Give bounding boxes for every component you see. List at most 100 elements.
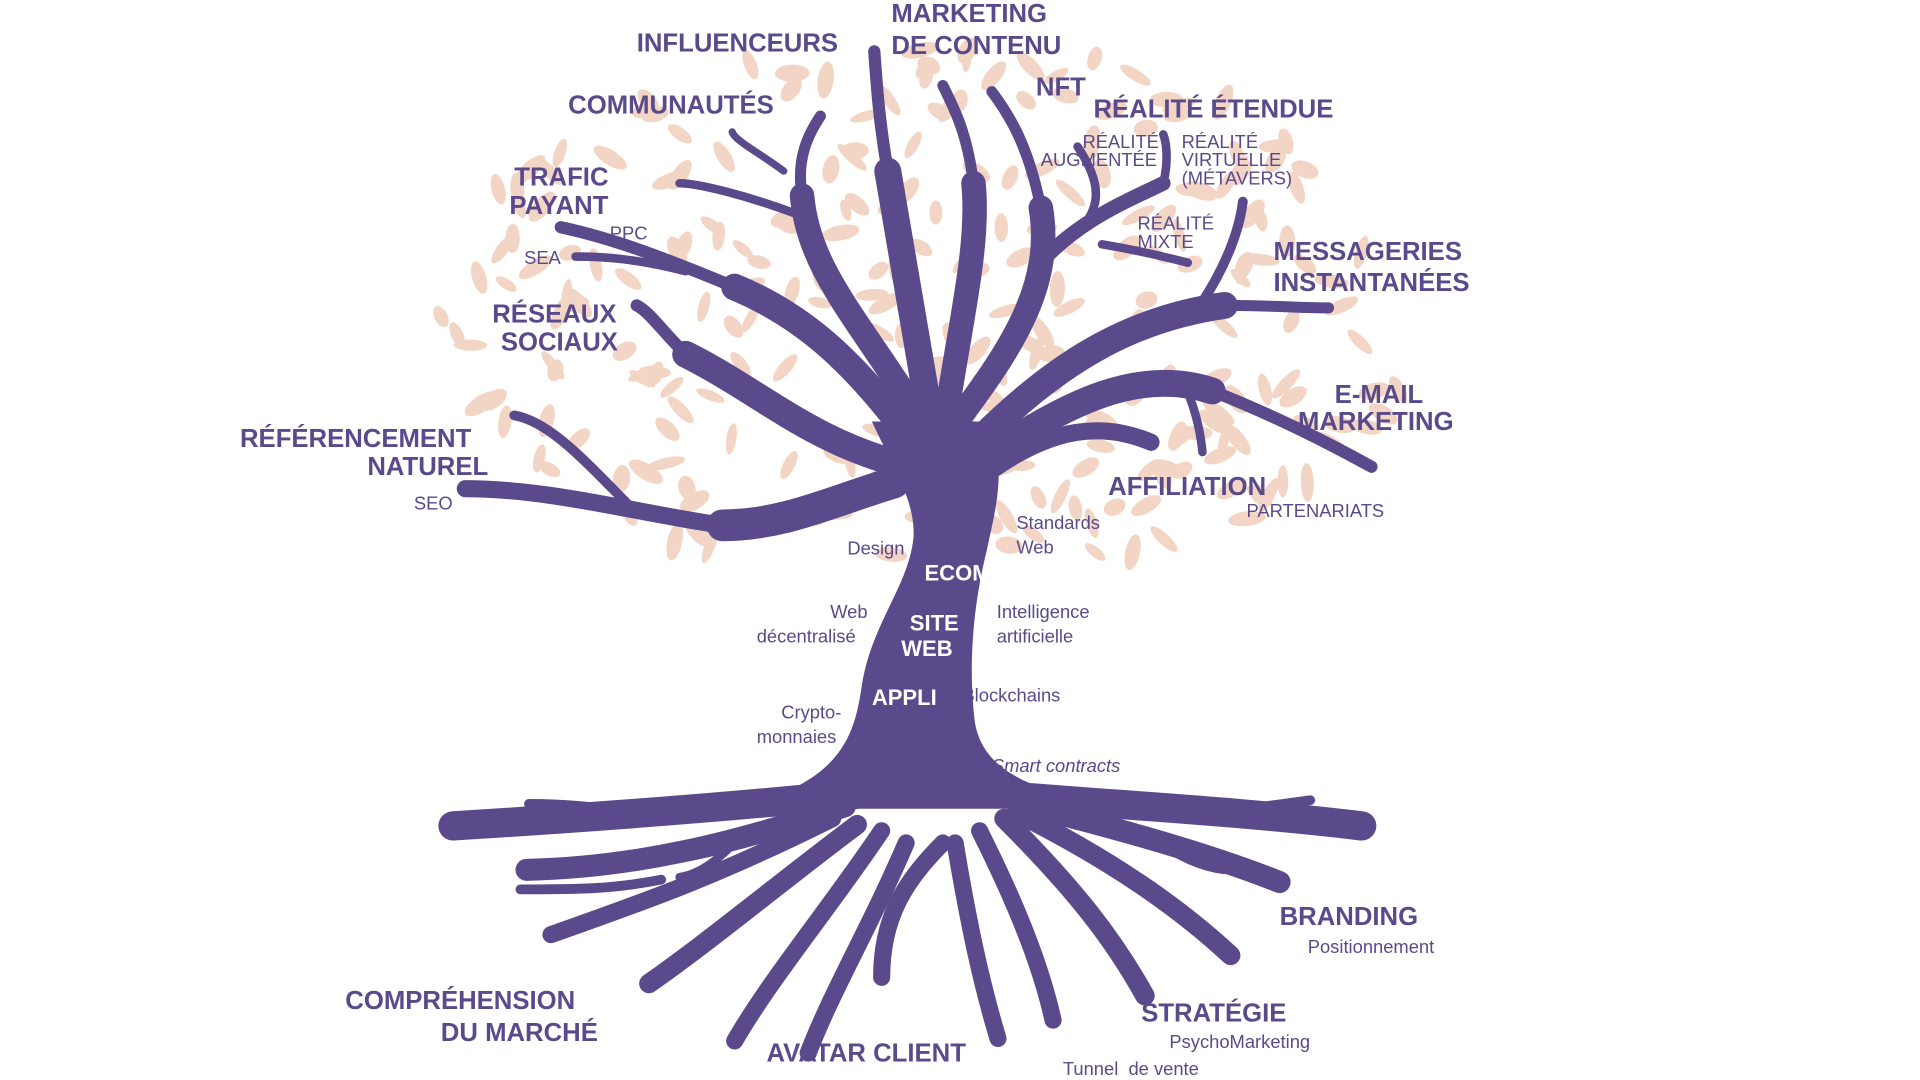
leaf — [1053, 298, 1085, 317]
label-comprehension-2: DU MARCHÉ — [441, 1018, 598, 1047]
leaf — [741, 305, 759, 333]
leaf — [901, 41, 939, 59]
label-crypto-1: Crypto- — [781, 701, 841, 722]
leaf — [565, 287, 593, 318]
leaf — [667, 396, 694, 424]
leaf — [780, 451, 798, 479]
label-site: SITE — [910, 610, 959, 635]
leaf — [1228, 510, 1266, 527]
leaf — [875, 547, 908, 562]
leaf — [822, 155, 840, 184]
label-messageries-2: INSTANTANÉES — [1273, 268, 1469, 297]
label-realite-augmentee-2: AUGMENTÉE — [1041, 149, 1157, 170]
leaf — [533, 444, 546, 473]
leaf — [1001, 165, 1019, 190]
label-reseaux-sociaux-2: SOCIAUX — [501, 329, 618, 357]
leaf — [464, 391, 499, 417]
label-referencement-2: NATUREL — [367, 453, 488, 481]
leaf — [1258, 478, 1279, 513]
label-ia-1: Intelligence — [997, 601, 1090, 622]
label-nft: NFT — [1036, 73, 1086, 101]
leaf — [498, 405, 512, 439]
leaf — [904, 131, 922, 159]
leaf — [1351, 419, 1383, 435]
label-marketing-contenu-1: MARKETING — [891, 0, 1047, 28]
leaf — [1300, 463, 1314, 502]
leaf — [1150, 526, 1178, 552]
leaf — [1052, 87, 1079, 104]
leaf — [1216, 170, 1237, 199]
leaf — [515, 155, 546, 183]
leaf — [470, 261, 488, 294]
leaf — [772, 354, 798, 382]
leaf — [1293, 415, 1317, 431]
label-affiliation: AFFILIATION — [1108, 473, 1266, 501]
leaf — [1314, 274, 1349, 289]
label-sea: SEA — [524, 247, 561, 268]
leaf — [1279, 386, 1307, 408]
leaf — [1030, 486, 1047, 509]
leaf — [929, 200, 943, 225]
leaf — [1137, 459, 1161, 482]
leaf — [964, 336, 991, 365]
label-email-1: E-MAIL — [1335, 381, 1424, 409]
leaf — [647, 456, 686, 471]
trunk — [734, 421, 1139, 809]
leaf — [1124, 534, 1141, 571]
leaf — [679, 490, 710, 513]
leaf — [552, 138, 568, 168]
leaf — [1133, 119, 1158, 137]
leaf — [742, 50, 759, 80]
label-web-decentralise-2: décentralisé — [757, 626, 856, 647]
label-realite-mixte-2: MIXTE — [1138, 231, 1194, 252]
root-labels: BRANDING Positionnement COMPRÉHENSION DU… — [345, 903, 1434, 1079]
leaf — [1353, 235, 1369, 269]
leaf — [821, 224, 860, 242]
leaf — [1022, 525, 1045, 543]
leaf — [1288, 171, 1305, 204]
leaf — [629, 459, 663, 484]
label-tunnel-de-vente: Tunnel de vente — [1063, 1058, 1199, 1079]
leaf — [780, 77, 802, 102]
leaf — [868, 261, 889, 280]
leaf — [774, 64, 810, 82]
leaf — [1131, 495, 1162, 516]
leaf — [589, 248, 603, 282]
leaf — [1322, 416, 1356, 434]
label-branding: BRANDING — [1280, 903, 1419, 931]
leaf — [784, 276, 800, 307]
label-referencement-1: RÉFÉRENCEMENT — [240, 424, 472, 453]
trunk-labels: Design Standards Web ECOM SITE WEB Web d… — [757, 512, 1121, 776]
branch-labels: INFLUENCEURS MARKETING DE CONTENU NFT RÉ… — [240, 0, 1470, 521]
label-realite-virtuelle-2: VIRTUELLE — [1182, 149, 1282, 170]
leaf — [1006, 247, 1036, 268]
leaf — [1202, 400, 1235, 425]
leaf — [1347, 329, 1373, 354]
leaf — [1162, 97, 1197, 113]
leaf — [1240, 199, 1265, 229]
leaf — [1072, 457, 1100, 478]
leaf — [1087, 46, 1103, 71]
leaf — [538, 461, 561, 478]
label-realite-virtuelle-3: (MÉTAVERS) — [1182, 167, 1292, 188]
leaf — [1258, 139, 1294, 153]
leaf — [449, 322, 465, 348]
leaf — [1030, 315, 1055, 349]
leaf — [1016, 91, 1036, 110]
leaf — [713, 141, 735, 173]
leaf — [725, 423, 737, 455]
leaf — [697, 291, 711, 322]
leaf — [1135, 291, 1158, 309]
leaf — [612, 464, 631, 493]
leaf — [1229, 140, 1246, 171]
leaf — [1068, 495, 1083, 521]
label-realite-virtuelle-1: RÉALITÉ — [1182, 131, 1258, 152]
label-comprehension-1: COMPRÉHENSION — [345, 986, 575, 1015]
label-ppc: PPC — [610, 222, 648, 243]
label-trafic-payant-2: PAYANT — [509, 192, 608, 220]
leaf — [910, 238, 933, 257]
label-reseaux-sociaux-1: RÉSEAUX — [492, 300, 616, 329]
leaf — [817, 61, 834, 99]
